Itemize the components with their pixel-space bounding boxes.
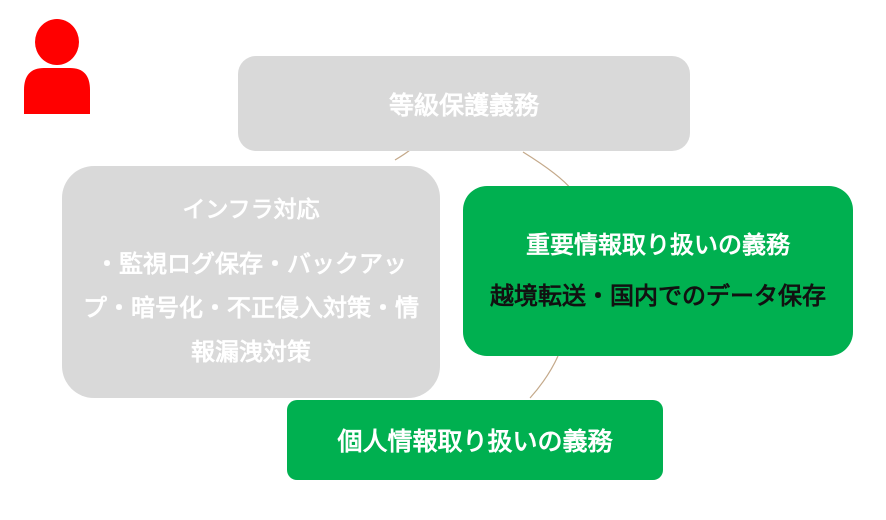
- important-data-title: 重要情報取り扱いの義務: [526, 230, 790, 259]
- important-data-body: 越境転送・国内でのデータ保存: [490, 281, 826, 310]
- person-icon: [24, 19, 90, 114]
- infra-box: インフラ対応 ・監視ログ保存・バックアップ・暗号化・不正侵入対策・情報漏洩対策: [62, 166, 440, 398]
- important-data-box: 重要情報取り扱いの義務 越境転送・国内でのデータ保存: [463, 186, 853, 356]
- grade-protection-label: 等級保護義務: [388, 90, 539, 120]
- personal-data-label: 個人情報取り扱いの義務: [337, 427, 613, 456]
- infra-title: インフラ対応: [182, 197, 320, 223]
- personal-data-box: 個人情報取り扱いの義務: [287, 400, 663, 480]
- grade-protection-box: 等級保護義務: [238, 56, 690, 151]
- infra-body: ・監視ログ保存・バックアップ・暗号化・不正侵入対策・情報漏洩対策: [83, 250, 419, 366]
